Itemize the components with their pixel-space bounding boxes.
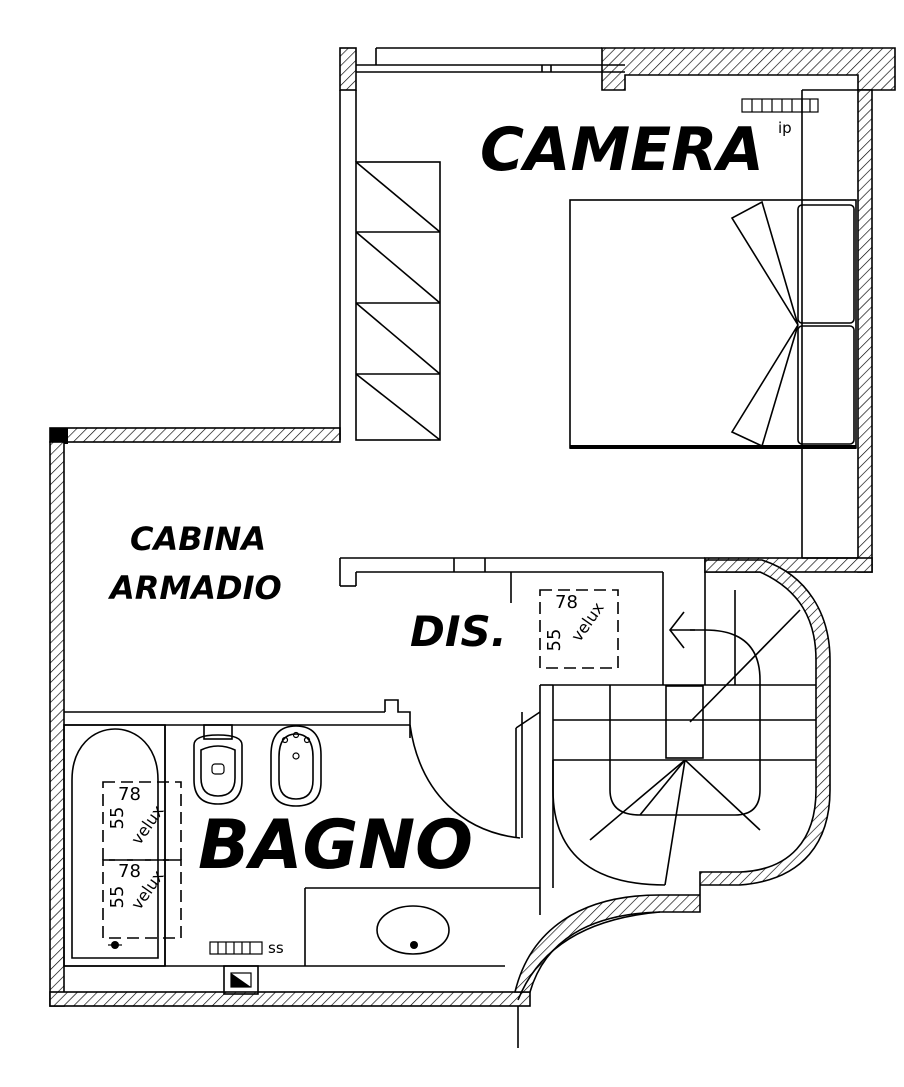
vent bbox=[223, 965, 259, 995]
double-bed bbox=[569, 199, 857, 449]
wall-top-right bbox=[601, 47, 896, 91]
svg-text:78: 78 bbox=[555, 592, 578, 613]
wall-stair-curve bbox=[513, 559, 831, 993]
bagno-room: 78 55 velux 78 55 velux bbox=[63, 684, 554, 995]
cabina-dis-area: CABINA ARMADIO DIS. 78 55 velux bbox=[107, 520, 705, 685]
velux-bath-1: 78 55 velux bbox=[102, 781, 182, 861]
cabina-label-line2: ARMADIO bbox=[107, 569, 282, 607]
camera-radiator bbox=[741, 98, 819, 113]
camera-radiator-label: ip bbox=[778, 119, 792, 137]
svg-text:78: 78 bbox=[118, 784, 141, 805]
wall-right bbox=[857, 89, 873, 573]
bagno-radiator bbox=[209, 941, 263, 955]
bagno-radiator-label: ss bbox=[268, 939, 284, 957]
svg-text:55: 55 bbox=[107, 807, 128, 830]
entrance-door bbox=[517, 911, 661, 1048]
camera-room: ip CAMERA bbox=[339, 47, 858, 559]
wall-bottom bbox=[49, 991, 531, 1007]
wall-cabina-top bbox=[49, 427, 341, 443]
toilet bbox=[193, 724, 243, 805]
svg-text:55: 55 bbox=[107, 886, 128, 909]
bathtub bbox=[63, 724, 166, 967]
velux-bath-2: 78 55 velux bbox=[102, 859, 182, 939]
staircase bbox=[552, 572, 816, 886]
exterior-walls bbox=[49, 47, 896, 1007]
bagno-door bbox=[409, 711, 541, 839]
corner-pillar bbox=[50, 428, 68, 444]
wall-left bbox=[49, 441, 65, 1007]
bagno-label: BAGNO bbox=[198, 806, 473, 885]
svg-text:78: 78 bbox=[118, 861, 141, 882]
velux-dis: 78 55 velux bbox=[539, 589, 619, 669]
camera-label: CAMERA bbox=[480, 115, 764, 185]
dis-label: DIS. bbox=[410, 607, 507, 656]
wardrobe bbox=[355, 161, 441, 441]
bidet bbox=[270, 725, 322, 807]
svg-text:velux: velux bbox=[127, 802, 167, 848]
cabina-label-line1: CABINA bbox=[130, 520, 266, 558]
wall-top-left-stub bbox=[339, 47, 357, 91]
svg-text:55: 55 bbox=[544, 629, 565, 652]
washbasin bbox=[376, 905, 450, 955]
